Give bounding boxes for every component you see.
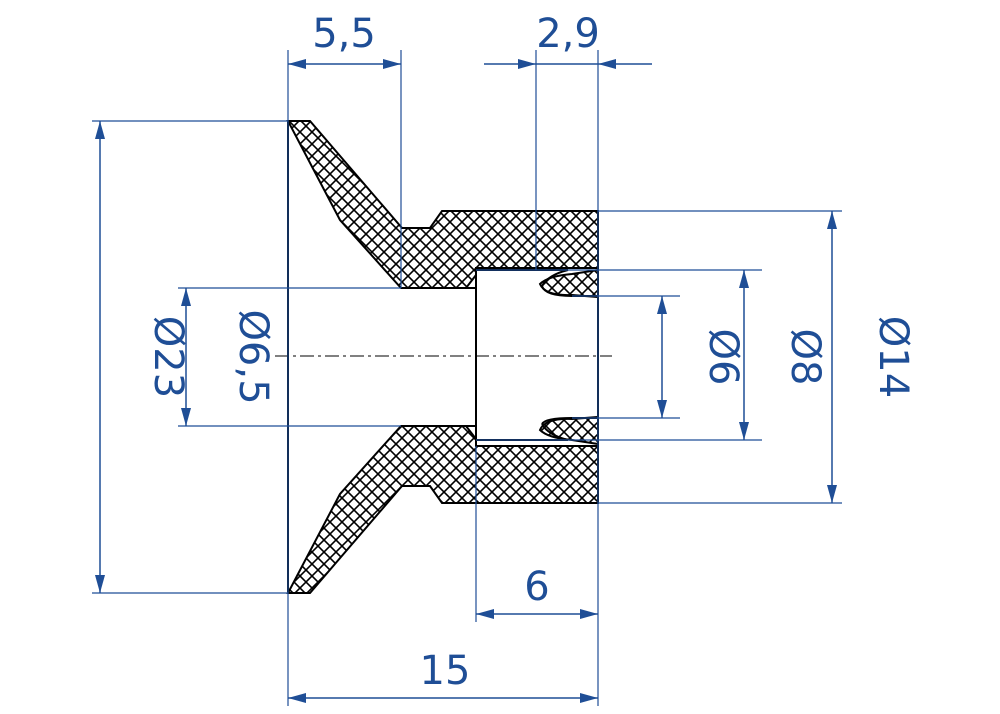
dim-lip-thickness-label: 5,5: [312, 11, 376, 57]
dim-bore-length: 6: [476, 564, 598, 619]
part-section: [275, 120, 612, 594]
dim-counterbore-diameter: Ø8: [739, 270, 828, 440]
extension-lines: [92, 50, 842, 706]
dim-body-diameter: Ø14: [827, 211, 916, 503]
lower-section-hatch: [286, 415, 599, 594]
dim-bore-depth-top-label: 2,9: [536, 11, 600, 57]
dim-bore-length-label: 6: [524, 564, 549, 610]
dim-lip-thickness: 5,5: [288, 11, 401, 69]
dim-bore-depth-top: 2,9: [484, 11, 652, 69]
dim-bore-diameter: Ø6: [657, 296, 746, 418]
dim-counterbore-diameter-label: Ø8: [782, 329, 828, 386]
dim-body-diameter-label: Ø14: [870, 316, 916, 398]
dim-bore-diameter-label: Ø6: [700, 329, 746, 386]
dim-outer-diameter: Ø23: [95, 121, 191, 593]
dim-outer-diameter-label: Ø23: [145, 316, 191, 398]
dim-total-length-label: 15: [420, 648, 471, 694]
dim-inner-diameter-label: Ø6,5: [230, 309, 276, 404]
dim-inner-diameter: Ø6,5: [181, 288, 276, 426]
dim-total-length: 15: [288, 648, 598, 703]
